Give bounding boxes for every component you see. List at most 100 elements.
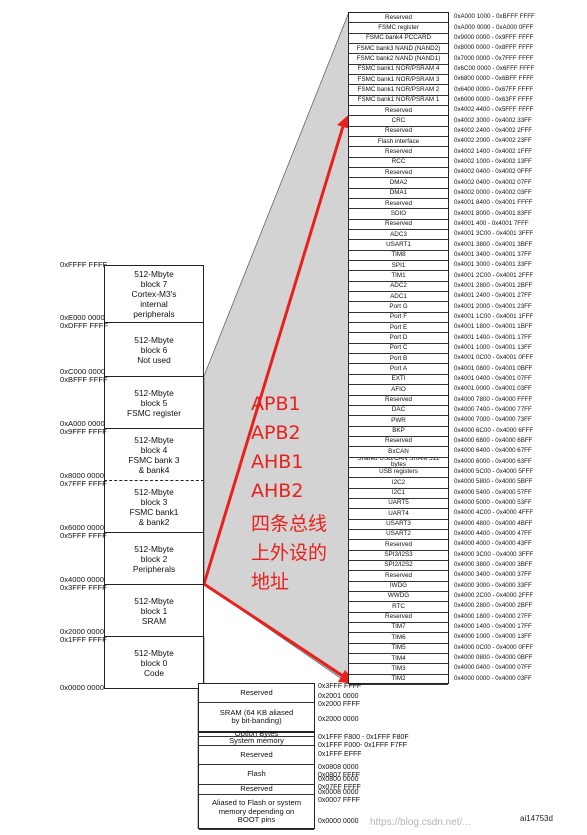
memory-block-label: 512-Mbyte block 6 Not used	[134, 334, 174, 365]
block-address: 0x6000 0000 0x5FFF FFFF	[60, 523, 107, 540]
register-address: 0x4000 3400 - 0x4000 37FF	[454, 571, 532, 579]
block-address: 0x4000 0000 0x3FFF FFFF	[60, 575, 107, 592]
annotation-line: 四条总线	[251, 513, 328, 535]
register-row: I2C1	[349, 489, 448, 499]
register-row: DAC	[349, 406, 448, 417]
register-address: 0x4001 0C00 - 0x4001 0FFF	[454, 354, 534, 362]
memory-region: Option Bytes	[199, 730, 314, 738]
register-address: 0x4001 0000 - 0x4001 03FF	[454, 385, 532, 393]
memory-region: Reserved	[199, 746, 314, 765]
register-address: 0x4001 1000 - 0x4001 13FF	[454, 344, 532, 351]
register-row: Reserved	[349, 613, 448, 623]
block-address: 0x0000 0000	[60, 683, 104, 692]
register-address: 0x6000 0000 - 0x63FF FFFF	[454, 95, 534, 103]
register-address: 0x4000 7400 - 0x4000 77FF	[454, 406, 532, 414]
memory-region-label: Reserved	[240, 687, 273, 697]
register-address: 0x4002 1400 - 0x4002 1FFF	[454, 147, 533, 155]
register-row: Port F	[349, 313, 448, 324]
memory-block-label: 512-Mbyte block 2 Peripherals	[132, 543, 176, 574]
memory-region-label: Reserved	[240, 784, 273, 794]
register-address: 0x4000 5800 - 0x4000 5BFF	[454, 478, 533, 486]
register-row: DMA2	[349, 178, 448, 189]
register-row: Flash interface	[349, 137, 448, 148]
register-address: 0x4001 0800 - 0x4001 0BFF	[454, 364, 533, 372]
register-address: 0x4000 0800 - 0x4000 0BFF	[454, 654, 533, 662]
register-address: 0x4001 1800 - 0x4001 1BFF	[454, 323, 533, 331]
register-row: TIM6	[349, 633, 448, 644]
register-row: FSMC bank4 PCCARD	[349, 34, 448, 44]
memory-block: 512-Mbyte block 0 Code	[104, 636, 204, 689]
arrow-to-apb-bottom	[203, 582, 344, 678]
register-address: 0x4001 3000 - 0x4001 33FF	[454, 261, 532, 269]
register-address: 0x4000 7800 - 0x4000 FFFF	[454, 395, 533, 403]
memory-region: Reserved	[199, 684, 314, 703]
register-address: 0x4000 0C00 - 0x4000 0FFF	[454, 643, 534, 651]
register-address: 0x4002 1000 - 0x4002 13FF	[454, 157, 532, 165]
register-row: Port A	[349, 365, 448, 375]
register-row: PWR	[349, 416, 448, 427]
memory-block: 512-Mbyte block 3 FSMC bank1 & bank2	[104, 480, 204, 533]
register-row: IWDG	[349, 582, 448, 592]
register-address: 0x4002 3000 - 0x4002 33FF	[454, 116, 532, 124]
memory-block-label: 512-Mbyte block 3 FSMC bank1 & bank2	[129, 486, 179, 527]
register-address: 0x4000 2800 - 0x4000 2BFF	[454, 602, 533, 610]
memory-region-label: Flash	[247, 769, 266, 779]
register-row: BxCAN	[349, 447, 448, 458]
register-row: Reserved	[349, 127, 448, 138]
memory-block: 512-Mbyte block 7 Cortex-M3's internal p…	[104, 265, 204, 323]
register-address: 0x4002 4400 - 0x5FFF FFFF	[454, 106, 534, 114]
memory-region: System memory	[199, 735, 314, 746]
register-row: FSMC register	[349, 23, 448, 34]
register-row: FSMC bank1 NOR/PSRAM 4	[349, 65, 448, 76]
register-row: USB registers	[349, 468, 448, 479]
register-row: SPI3/I2S3	[349, 551, 448, 561]
register-address: 0x8000 0000 - 0x8FFF FFFF	[454, 44, 534, 52]
register-row: Reserved	[349, 437, 448, 448]
block-address: 0xE000 0000 0xDFFF FFFF	[60, 313, 109, 330]
register-row: FSMC bank2 NAND (NAND1)	[349, 54, 448, 65]
register-row: Reserved	[349, 199, 448, 210]
register-row: EXTI	[349, 375, 448, 386]
register-address: 0x4001 8400 - 0x4001 FFFF	[454, 199, 533, 207]
register-address: 0x4002 2400 - 0x4002 2FFF	[454, 126, 533, 134]
register-address: 0x6400 0000 - 0x67FF FFFF	[454, 85, 534, 93]
register-address: 0x4000 4C00 - 0x4000 4FFF	[454, 509, 534, 517]
register-row: USART3	[349, 520, 448, 530]
register-row: TIM8	[349, 251, 448, 262]
memory-region-label: SRAM (64 KB aliased by bit-banding)	[219, 707, 294, 725]
register-address: 0x4001 0400 - 0x4001 07FF	[454, 375, 532, 382]
register-row: USART1	[349, 240, 448, 251]
register-row: TIM7	[349, 623, 448, 634]
block-address: 0xA000 0000 0x9FFF FFFF	[60, 419, 107, 436]
register-row: FSMC bank1 NOR/PSRAM 3	[349, 75, 448, 86]
memory-region: SRAM (64 KB aliased by bit-banding)	[199, 703, 314, 733]
register-row: TIM3	[349, 664, 448, 675]
register-row: Reserved	[349, 106, 448, 117]
register-row: RCC	[349, 158, 448, 169]
register-row: I2C2	[349, 478, 448, 489]
memory-region: Reserved	[199, 785, 314, 795]
register-row: Port D	[349, 333, 448, 344]
register-row: BKP	[349, 427, 448, 437]
memory-block: 512-Mbyte block 5 FSMC register	[104, 376, 204, 429]
annotation-line: 地址	[251, 571, 290, 593]
memory-address: 0x0008 0000 0x0007 FFFF	[318, 789, 361, 804]
register-row: USART2	[349, 530, 448, 541]
block-address: 0xFFFF FFFF	[60, 260, 108, 269]
memory-region: Aliased to Flash or system memory depend…	[199, 795, 314, 830]
block-address: 0xC000 0000 0xBFFF FFFF	[60, 367, 108, 384]
memory-address: 0x0808 0000 0x0807 FFFF	[318, 764, 361, 779]
register-address: 0x4001 8000 - 0x4001 83FF	[454, 209, 532, 217]
memory-region-label: Aliased to Flash or system memory depend…	[211, 798, 302, 825]
memory-address: 0x1FFF F800 - 0x1FFF F80F	[318, 734, 409, 741]
annotation-line: APB2	[251, 422, 301, 444]
memory-region-label: System memory	[229, 735, 284, 745]
memory-address: 0x1FFF F000- 0x1FFF F7FF	[318, 742, 408, 749]
register-address: 0x4001 2400 - 0x4001 27FF	[454, 292, 532, 300]
arrow-to-apb-top	[202, 122, 346, 585]
register-address: 0x4000 1000 - 0x4000 13FF	[454, 633, 532, 641]
memory-block-label: 512-Mbyte block 0 Code	[134, 647, 174, 678]
